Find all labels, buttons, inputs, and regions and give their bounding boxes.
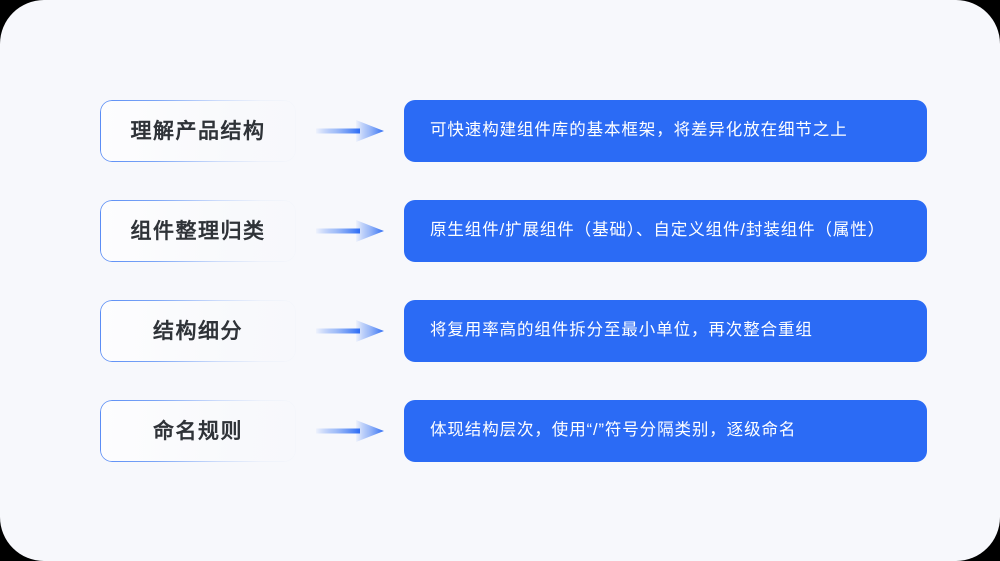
description-text: 体现结构层次，使用“/”符号分隔类别，逐级命名 [430,421,797,440]
stage-card-label: 结构细分 [153,319,243,343]
stage-card-2[interactable]: 组件整理归类 [100,200,296,262]
stage-card-label: 理解产品结构 [130,119,266,143]
flow-row: 组件整理归类 [100,200,927,262]
arrow-right-icon [310,216,392,246]
description-card-1: 可快速构建组件库的基本框架，将差异化放在细节之上 [404,100,927,162]
flow-row: 结构细分 [100,300,927,362]
stage-card-label: 命名规则 [153,419,243,443]
description-card-4: 体现结构层次，使用“/”符号分隔类别，逐级命名 [404,400,927,462]
stage-card-label: 组件整理归类 [130,219,266,243]
arrow-right-icon [310,416,392,446]
description-card-2: 原生组件/扩展组件（基础）、自定义组件/封装组件（属性） [404,200,927,262]
stage-card-1[interactable]: 理解产品结构 [100,100,296,162]
flow-row: 命名规则 [100,400,927,462]
arrow-right-icon [310,316,392,346]
flow-row: 理解产品结构 [100,100,927,162]
arrow-right-icon [310,116,392,146]
stage-card-4[interactable]: 命名规则 [100,400,296,462]
description-card-3: 将复用率高的组件拆分至最小单位，再次整合重组 [404,300,927,362]
stage-card-3[interactable]: 结构细分 [100,300,296,362]
description-text: 原生组件/扩展组件（基础）、自定义组件/封装组件（属性） [430,221,886,240]
description-text: 将复用率高的组件拆分至最小单位，再次整合重组 [430,321,813,340]
description-text: 可快速构建组件库的基本框架，将差异化放在细节之上 [430,121,848,140]
